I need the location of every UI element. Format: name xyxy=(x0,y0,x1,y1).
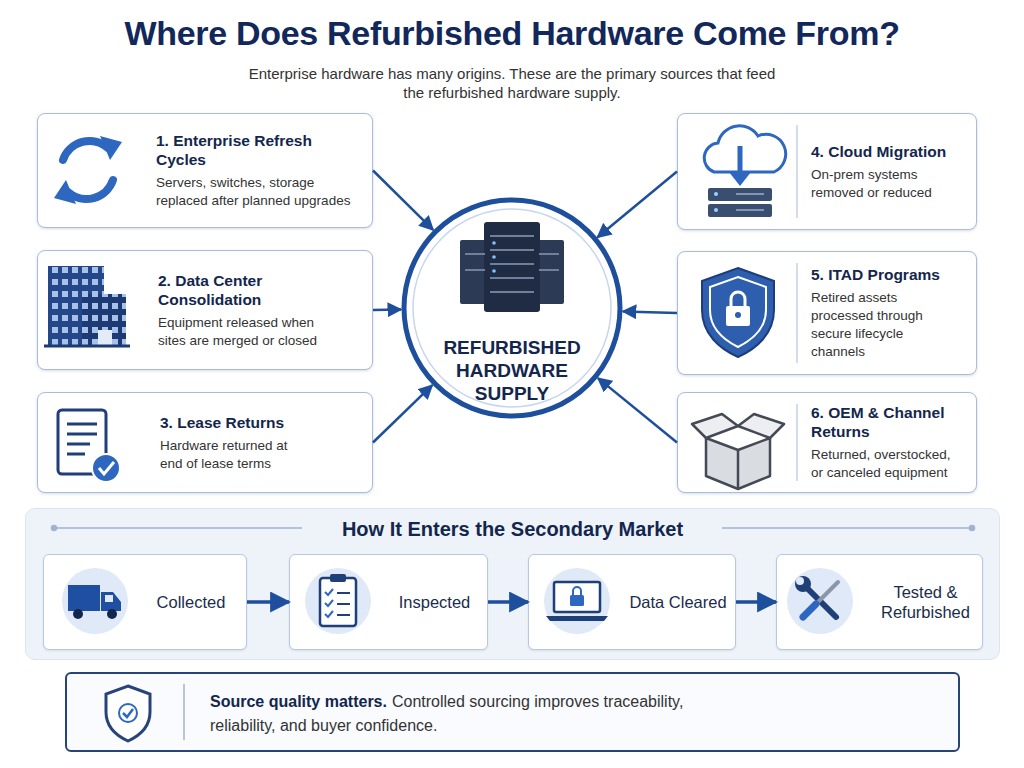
flow-arrow xyxy=(247,600,289,604)
diagram-title: Where Does Refurbished Hardware Come Fro… xyxy=(0,14,1024,53)
flow-arrow xyxy=(373,308,401,311)
source-box: 6. OEM & Channel ReturnsReturned, overst… xyxy=(677,392,977,493)
flow-arrow xyxy=(373,171,433,230)
box-heading: 1. Enterprise Refresh Cycles xyxy=(156,131,364,169)
step-label: Data Cleared xyxy=(629,592,727,612)
flow-arrow xyxy=(736,600,776,604)
shield-check-icon xyxy=(106,684,184,741)
truck-icon xyxy=(62,568,128,634)
open-box-icon xyxy=(692,414,784,489)
heading-rule xyxy=(52,526,975,531)
cloud-server-icon xyxy=(704,126,785,217)
panel-heading: How It Enters the Secondary Market xyxy=(26,518,999,541)
flow-arrow xyxy=(598,172,678,238)
note-line: Source quality matters.Controlled sourci… xyxy=(210,690,728,738)
flow-arrow xyxy=(598,378,677,442)
step-label: Inspected xyxy=(390,592,479,612)
source-box: 1. Enterprise Refresh CyclesServers, swi… xyxy=(37,113,373,228)
shield-lock-icon xyxy=(702,268,774,357)
refresh-icon xyxy=(54,136,122,204)
tools-icon xyxy=(787,568,853,634)
process-step: Tested & Refurbished xyxy=(776,554,983,650)
step-label: Tested & Refurbished xyxy=(877,582,974,622)
divider-line xyxy=(796,125,798,481)
laptop-lock-icon xyxy=(544,568,610,634)
process-panel: How It Enters the Secondary MarketCollec… xyxy=(25,508,1000,660)
subtitle-text: Enterprise hardware has many origins. Th… xyxy=(242,64,782,102)
source-box: 2. Data Center ConsolidationEquipment re… xyxy=(37,250,373,370)
box-body: Equipment released when sites are merged… xyxy=(158,314,322,350)
building-icon xyxy=(44,266,130,346)
box-heading: 6. OEM & Channel Returns xyxy=(811,403,962,441)
box-body: Retired assets processed through secure … xyxy=(811,289,956,361)
process-step: Data Cleared xyxy=(528,554,736,650)
flow-arrow xyxy=(623,311,677,313)
flow-arrow xyxy=(488,600,528,604)
hub-circle: REFURBISHED HARDWARE SUPPLY xyxy=(400,196,624,420)
box-heading: 2. Data Center Consolidation xyxy=(158,271,322,309)
box-body: Hardware returned at end of lease terms xyxy=(160,437,312,473)
box-body: On-prem systems removed or reduced xyxy=(811,166,956,202)
box-body: Servers, switches, storage replaced afte… xyxy=(156,174,364,210)
process-step: Collected xyxy=(43,554,247,650)
source-box: 4. Cloud MigrationOn-prem systems remove… xyxy=(677,113,977,230)
process-step: Inspected xyxy=(289,554,488,650)
document-icon xyxy=(58,410,120,482)
hub-label: REFURBISHED HARDWARE SUPPLY xyxy=(437,336,587,405)
clipboard-icon xyxy=(305,568,371,634)
hub-ring xyxy=(404,200,620,416)
box-heading: 3. Lease Returns xyxy=(160,413,312,432)
source-box: 5. ITAD ProgramsRetired assets processed… xyxy=(677,251,977,375)
box-heading: 4. Cloud Migration xyxy=(811,142,956,161)
source-box: 3. Lease ReturnsHardware returned at end… xyxy=(37,392,373,493)
flow-arrow xyxy=(373,385,432,442)
box-heading: 5. ITAD Programs xyxy=(811,265,956,284)
note-box: Source quality matters.Controlled sourci… xyxy=(65,672,960,752)
note-emphasis: Source quality matters. xyxy=(210,693,387,710)
hub-inner-ring xyxy=(413,209,611,407)
box-body: Returned, overstocked, or canceled equip… xyxy=(811,446,962,482)
step-label: Collected xyxy=(144,592,238,612)
server-rack-icon xyxy=(460,222,564,312)
